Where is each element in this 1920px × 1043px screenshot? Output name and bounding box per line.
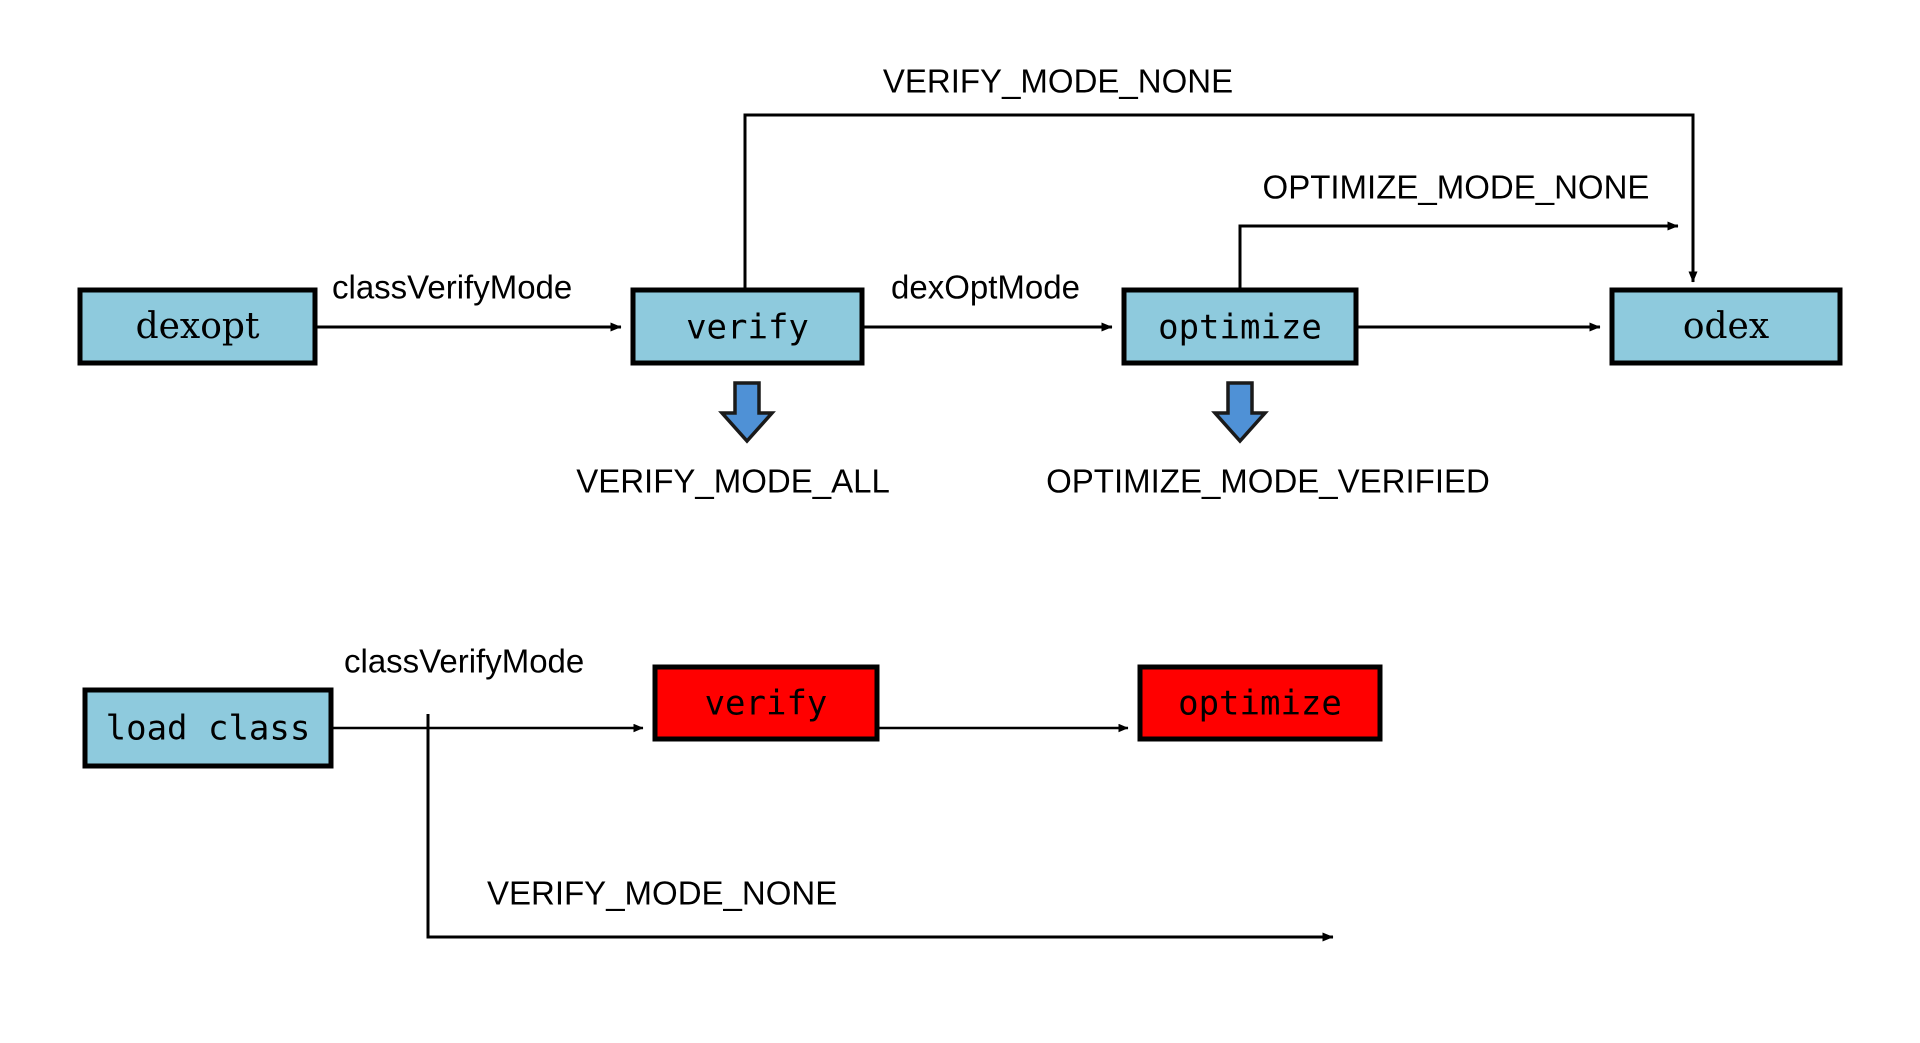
node-optimize-bottom[interactable] <box>1137 664 1383 742</box>
edge-verify-mode-none-bypass <box>743 113 1698 290</box>
node-dexopt[interactable] <box>77 287 318 366</box>
node-dexopt-label: dexopt <box>136 306 260 347</box>
node-optimize-bottom-label: optimize <box>1178 684 1342 724</box>
node-load-class[interactable] <box>82 687 334 769</box>
node-odex[interactable] <box>1609 287 1843 366</box>
down-block-arrow-optimize <box>1211 381 1269 444</box>
node-verify-top[interactable] <box>630 287 865 366</box>
node-verify-bottom-label: verify <box>705 684 828 724</box>
down-block-arrow-verify <box>718 381 776 444</box>
edge-label-class-verify-mode-bottom: classVerifyMode <box>344 643 584 680</box>
node-optimize-top[interactable] <box>1121 287 1359 366</box>
edge-verify-mode-none-bypass-bottom <box>426 714 1334 942</box>
label-optimize-mode-none: OPTIMIZE_MODE_NONE <box>1263 169 1650 206</box>
node-load-class-label: load class <box>106 709 311 749</box>
node-optimize-top-label: optimize <box>1158 308 1322 348</box>
label-verify-mode-all: VERIFY_MODE_ALL <box>576 463 890 500</box>
edge-label-dex-opt-mode: dexOptMode <box>891 269 1080 306</box>
label-verify-mode-none-top: VERIFY_MODE_NONE <box>883 63 1233 100</box>
node-verify-bottom[interactable] <box>652 664 880 742</box>
label-verify-mode-none-bottom: VERIFY_MODE_NONE <box>487 875 837 912</box>
edge-optimize-mode-none-bypass <box>1238 221 1679 290</box>
label-optimize-mode-verified: OPTIMIZE_MODE_VERIFIED <box>1046 463 1490 500</box>
node-odex-label: odex <box>1683 306 1769 347</box>
edge-label-class-verify-mode-top: classVerifyMode <box>332 269 572 306</box>
node-verify-top-label: verify <box>686 308 809 348</box>
